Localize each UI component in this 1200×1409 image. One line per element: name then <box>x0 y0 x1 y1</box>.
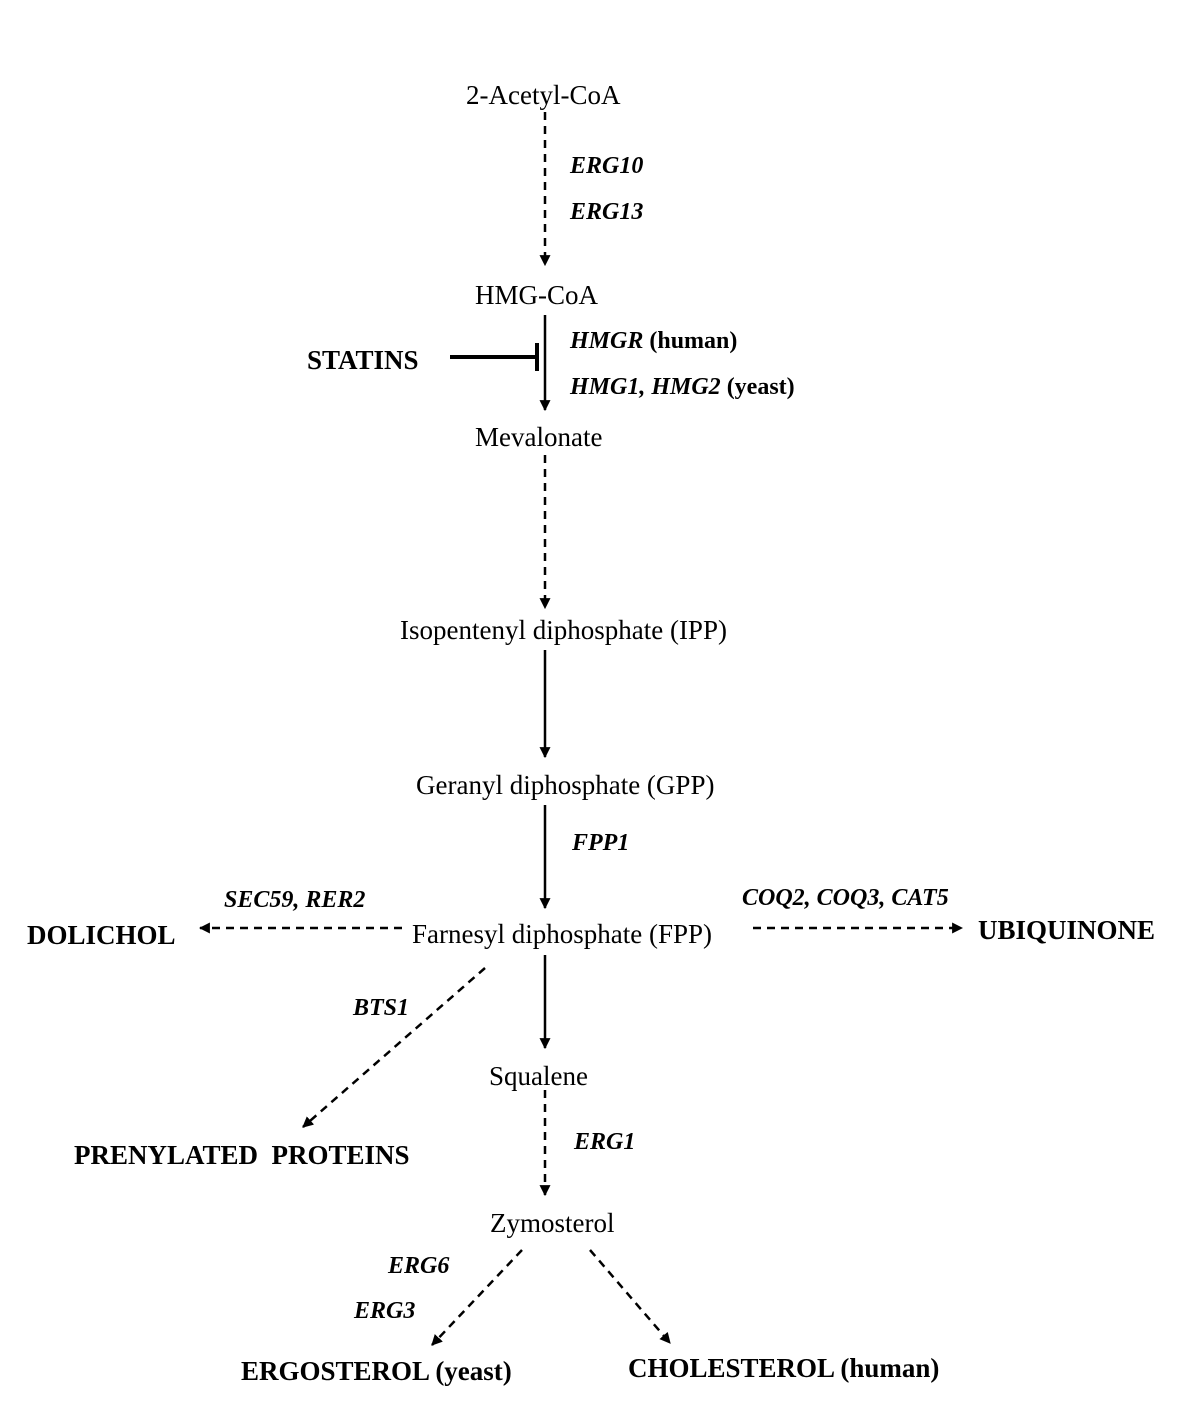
metabolite-gpp: Geranyl diphosphate (GPP) <box>416 770 715 800</box>
gene-erg6: ERG6 <box>388 1253 450 1279</box>
gene-coq2-coq3-cat5: COQ2, COQ3, CAT5 <box>742 885 949 911</box>
gene-hmgr: HMGR <box>570 328 644 354</box>
metabolite-squalene: Squalene <box>489 1061 588 1091</box>
gene-sec59-rer2: SEC59, RER2 <box>224 887 366 913</box>
product-ubiquinone: UBIQUINONE <box>978 915 1156 945</box>
gene-hmg-species: (yeast) <box>726 374 795 400</box>
metabolite-acetyl-coa: 2-Acetyl-CoA <box>466 80 621 110</box>
gene-hmgr-line: HMGR (human) <box>570 329 737 353</box>
product-dolichol: DOLICHOL <box>27 920 176 950</box>
gene-hmg1-hmg2-line: HMG1, HMG2 (yeast) <box>570 375 795 399</box>
gene-erg1: ERG1 <box>574 1129 636 1155</box>
metabolite-mevalonate: Mevalonate <box>475 422 603 452</box>
product-prenylated-proteins: PRENYLATED PROTEINS <box>74 1140 410 1170</box>
arrow-zymosterol-to-cholesterol <box>589 1249 671 1344</box>
arrow-zymosterol-to-ergosterol <box>431 1249 523 1346</box>
gene-hmgr-species: (human) <box>649 328 738 354</box>
gene-bts1: BTS1 <box>353 995 410 1021</box>
gene-erg3: ERG3 <box>354 1298 416 1324</box>
product-ergosterol: ERGOSTEROL (yeast) <box>241 1356 512 1386</box>
metabolite-hmg-coa: HMG-CoA <box>475 280 599 310</box>
metabolite-zymosterol: Zymosterol <box>490 1208 615 1238</box>
gene-erg10: ERG10 <box>570 153 644 179</box>
gene-erg13: ERG13 <box>570 199 644 225</box>
arrow-fpp-to-prenylated <box>302 967 486 1128</box>
gene-fpp1: FPP1 <box>572 830 630 856</box>
metabolite-ipp: Isopentenyl diphosphate (IPP) <box>400 615 727 645</box>
label-statins: STATINS <box>307 345 419 375</box>
metabolite-fpp: Farnesyl diphosphate (FPP) <box>412 919 712 949</box>
gene-hmg1-hmg2: HMG1, HMG2 <box>570 374 721 400</box>
product-cholesterol: CHOLESTEROL (human) <box>628 1353 940 1383</box>
